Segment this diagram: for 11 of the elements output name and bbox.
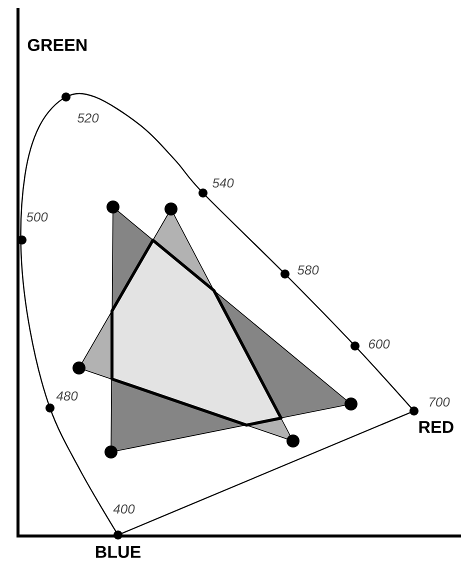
wavelength-label: 580	[298, 265, 319, 275]
wavelength-label: 600	[368, 339, 390, 349]
color-name-label: GREEN	[28, 38, 87, 52]
wavelength-label: 500	[26, 212, 48, 222]
color-name-label: RED	[419, 421, 454, 433]
wavelength-label: 540	[212, 178, 234, 188]
wavelength-label: 700	[430, 397, 450, 407]
wavelength-label: 480	[56, 391, 78, 401]
wavelength-label: 520	[77, 113, 99, 123]
color-name-label: BLUE	[96, 546, 140, 558]
wavelength-label: 400	[113, 504, 135, 514]
